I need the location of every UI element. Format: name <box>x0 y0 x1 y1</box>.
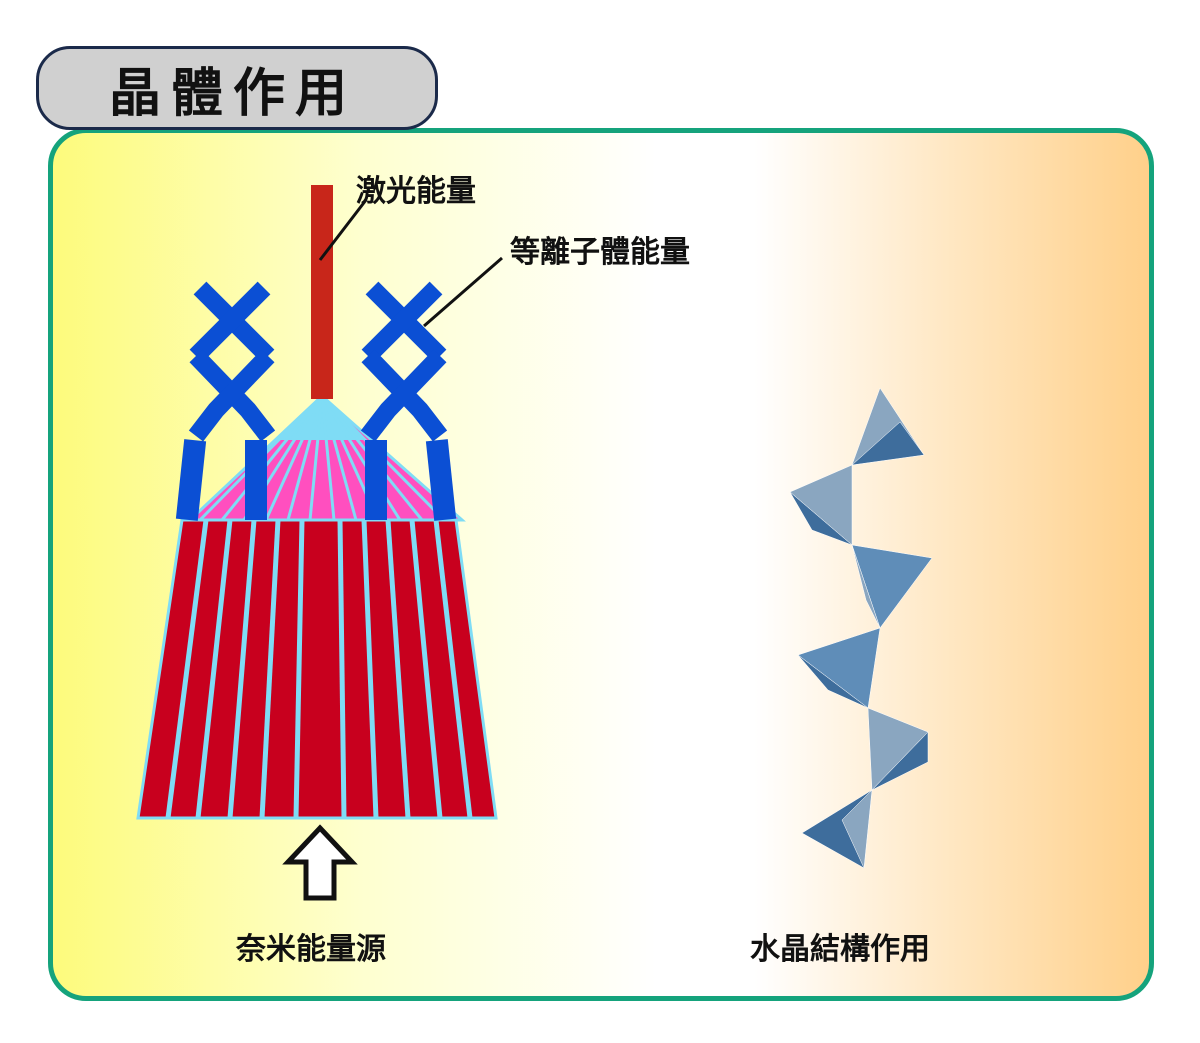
laser-leader-line <box>318 199 368 261</box>
crystal-chain-icon <box>789 387 933 869</box>
crystal-structure-label: 水晶結構作用 <box>750 932 930 967</box>
plasma-coil-icon <box>175 281 276 521</box>
plasma-energy-label: 等離子體能量 <box>510 235 690 270</box>
plasma-leader-line <box>423 256 503 328</box>
broom-stripes <box>165 519 473 819</box>
nano-energy-source-label: 奈米能量源 <box>236 932 386 967</box>
laser-rod <box>311 185 333 399</box>
page-title: 晶體作用 <box>109 63 358 124</box>
plasma-coil-icon <box>360 281 457 521</box>
title-tab: 晶體作用 <box>36 46 438 130</box>
up-arrow-icon <box>282 824 358 901</box>
laser-energy-label: 激光能量 <box>356 174 476 209</box>
